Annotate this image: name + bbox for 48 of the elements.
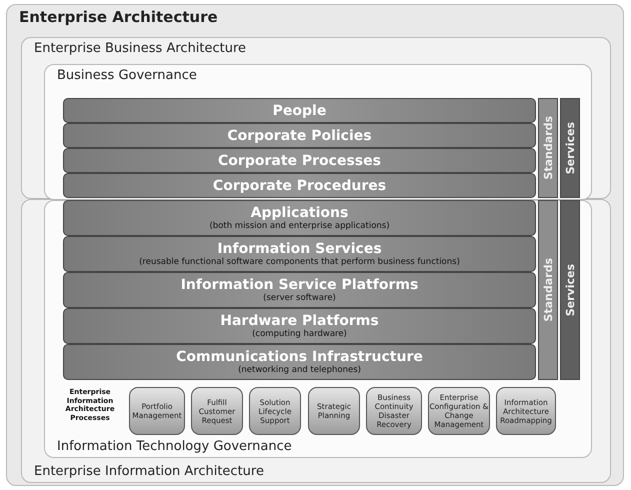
panel-heading: Enterprise Business Architecture: [34, 41, 246, 56]
services-bar: [560, 98, 580, 198]
layer-subtitle: (networking and telephones): [238, 365, 361, 375]
process-pill: [428, 387, 490, 435]
panel-heading: Business Governance: [57, 68, 197, 83]
layer-title: Applications: [250, 205, 348, 221]
panel-heading: Enterprise Architecture: [19, 8, 218, 26]
layer-bar: [63, 200, 536, 236]
layer-bar: [63, 173, 536, 198]
vertical-label: Services: [564, 264, 576, 316]
layer-title: Communications Infrastructure: [176, 349, 423, 365]
layer-title: Corporate Policies: [227, 128, 372, 144]
services-bar: [560, 200, 580, 380]
standards-bar: [538, 98, 558, 198]
vertical-label: Services: [564, 122, 576, 174]
architecture-panel: [21, 37, 611, 199]
architecture-frame: [6, 4, 624, 486]
process-pill: [496, 387, 556, 435]
layer-title: People: [272, 102, 326, 118]
layer-subtitle: (both mission and enterprise applications): [209, 221, 390, 231]
architecture-panel: [21, 199, 611, 483]
layer-title: Information Services: [217, 241, 382, 257]
layer-title: Corporate Processes: [218, 152, 381, 168]
standards-bar: [538, 200, 558, 380]
governance-panel: [44, 200, 592, 458]
layer-bar: [63, 236, 536, 272]
vertical-label: Standards: [542, 258, 554, 322]
vertical-label: Standards: [542, 116, 554, 180]
layer-bar: [63, 272, 536, 308]
governance-panel: [44, 64, 592, 200]
layer-title: Corporate Procedures: [212, 178, 386, 194]
process-pill: [129, 387, 185, 435]
panel-heading: Enterprise Information Architecture: [34, 464, 264, 479]
layer-subtitle: (reusable functional software components that perform business functions): [139, 257, 460, 267]
layer-subtitle: (server software): [263, 293, 336, 303]
process-pill: [308, 387, 360, 435]
layer-title: Information Service Platforms: [180, 277, 418, 293]
process-pill: [249, 387, 301, 435]
layer-title: Hardware Platforms: [220, 313, 379, 329]
layer-subtitle: (computing hardware): [252, 329, 347, 339]
panel-heading: Information Technology Governance: [57, 439, 292, 454]
layer-bar: [63, 148, 536, 173]
process-pill: [191, 387, 243, 435]
layer-bar: [63, 344, 536, 380]
layer-bar: [63, 98, 536, 123]
layer-bar: [63, 123, 536, 148]
layer-bar: [63, 308, 536, 344]
process-pill: [366, 387, 422, 435]
